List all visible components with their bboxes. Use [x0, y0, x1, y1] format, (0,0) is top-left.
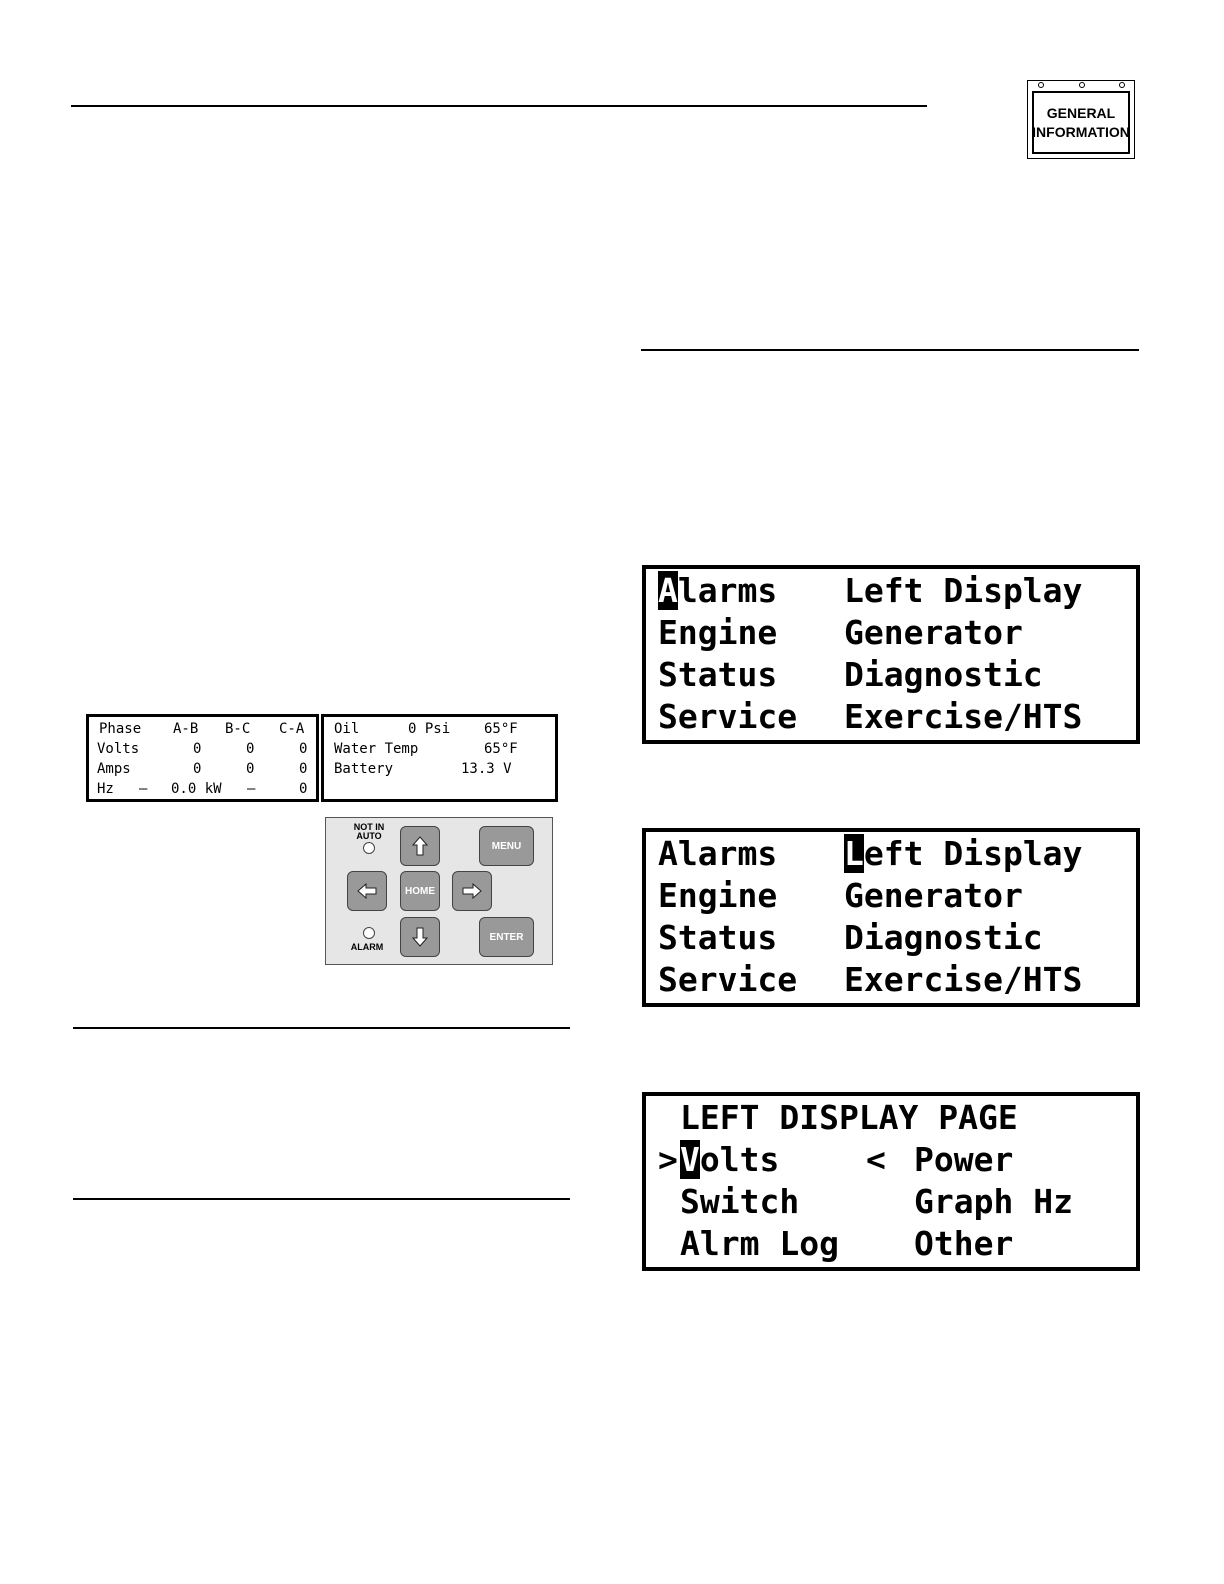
menu2-row-3: Status Diagnostic: [658, 918, 1043, 957]
water-temp-row: Water Temp 65°F: [334, 741, 518, 757]
left-display-page-menu: LEFT DISPLAY PAGE > Volts < Power Switch…: [642, 1092, 1140, 1271]
menu3-title-row: LEFT DISPLAY PAGE: [680, 1098, 1018, 1137]
battery-row: Battery 13.3 V: [334, 761, 512, 777]
cursor-highlight: V: [680, 1140, 700, 1179]
menu1-row-1: Alarms Left Display: [658, 571, 1083, 610]
menu3-row-4: Alrm Log Other: [680, 1224, 1014, 1263]
not-in-auto-label: NOT IN AUTO: [353, 822, 385, 841]
phase-header-row: Phase A-B B-C C-A: [99, 721, 305, 737]
menu1-row-4: Service Exercise/HTS: [658, 697, 1083, 736]
electrical-status-display: Phase A-B B-C C-A Volts 0 0 0 Amps 0 0 0…: [86, 714, 319, 802]
menu1-row-2: Engine Generator: [658, 613, 1023, 652]
header-rule: [71, 105, 927, 107]
tab-line-1: GENERAL: [1046, 104, 1116, 121]
section-rule-right: [641, 349, 1139, 351]
engine-status-display: Oil 0 Psi 65°F Water Temp 65°F Battery 1…: [321, 714, 558, 802]
arrow-left-icon: [357, 883, 377, 899]
arrow-down-icon: [412, 927, 428, 947]
main-menu-display-alarms-selected: Alarms Left Display Engine Generator Sta…: [642, 565, 1140, 744]
tab-line-2: INFORMATION: [1032, 123, 1130, 140]
cursor-highlight: A: [658, 571, 678, 610]
arrow-up-icon: [412, 836, 428, 856]
section-rule-left-2: [73, 1198, 570, 1200]
enter-button[interactable]: ENTER: [479, 917, 534, 957]
amps-row: Amps 0 0 0: [97, 761, 308, 777]
menu-button[interactable]: MENU: [479, 826, 534, 866]
menu2-row-1: Alarms Left Display: [658, 834, 1083, 873]
down-arrow-button[interactable]: [400, 917, 440, 957]
section-rule-left-1: [73, 1027, 570, 1029]
menu3-row-2: > Volts < Power: [658, 1140, 1014, 1179]
menu3-row-3: Switch Graph Hz: [680, 1182, 1073, 1221]
alarm-led: [363, 927, 375, 939]
menu2-row-4: Service Exercise/HTS: [658, 960, 1083, 999]
general-information-tab: GENERAL INFORMATION: [1027, 80, 1135, 159]
oil-row: Oil 0 Psi 65°F: [334, 721, 518, 737]
cursor-highlight: L: [844, 834, 864, 873]
menu2-row-2: Engine Generator: [658, 876, 1023, 915]
menu1-row-3: Status Diagnostic: [658, 655, 1043, 694]
home-button[interactable]: HOME: [400, 871, 440, 911]
right-arrow-button[interactable]: [452, 871, 492, 911]
volts-row: Volts 0 0 0: [97, 741, 308, 757]
main-menu-display-left-display-selected: Alarms Left Display Engine Generator Sta…: [642, 828, 1140, 1007]
up-arrow-button[interactable]: [400, 826, 440, 866]
hz-kw-row: Hz – 0.0 kW – 0: [97, 781, 308, 797]
not-in-auto-led: [363, 842, 375, 854]
left-arrow-button[interactable]: [347, 871, 387, 911]
control-keypad: NOT IN AUTO ALARM MENU HOME ENTER: [325, 817, 553, 965]
arrow-right-icon: [462, 883, 482, 899]
alarm-label: ALARM: [350, 942, 384, 952]
